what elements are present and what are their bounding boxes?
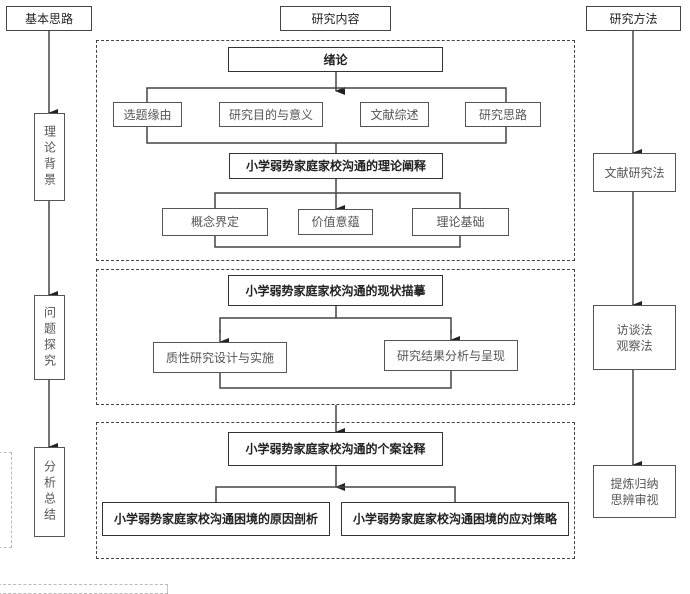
stage-analysis-summary: 分析总结 [34,447,65,537]
item-label: 价值意蕴 [311,215,360,229]
method-label: 文献研究法 [604,165,665,180]
method-induction-reflection: 提炼归纳 思辨审视 [593,465,676,518]
cause-analysis-box: 小学弱势家庭家校沟通困境的原因剖析 [102,502,330,536]
method-label: 访谈法 观察法 [616,322,653,353]
item-label: 文献综述 [370,107,419,122]
item-label: 理论基础 [436,215,485,229]
literature-review-box: 文献综述 [360,102,429,127]
item-label: 选题缘由 [123,107,172,122]
item-label: 小学弱势家庭家校沟通困境的原因剖析 [113,512,318,526]
item-label: 研究结果分析与呈现 [396,348,505,363]
case-title: 小学弱势家庭家校沟通的个案诠释 [245,442,426,456]
value-meaning-box: 价值意蕴 [298,209,373,235]
header-research-method: 研究方法 [586,6,681,31]
method-literature: 文献研究法 [593,153,676,192]
method-interview-observation: 访谈法 观察法 [593,305,676,370]
result-analysis-box: 研究结果分析与呈现 [384,340,518,371]
case-interpretation-box: 小学弱势家庭家校沟通的个案诠释 [228,432,443,466]
theory-basis-box: 理论基础 [412,208,509,236]
qualitative-design-box: 质性研究设计与实施 [153,342,287,373]
stage-problem-exploration: 问题探究 [34,295,65,380]
header-label: 研究方法 [609,11,658,26]
research-approach-box: 研究思路 [465,102,541,127]
item-label: 研究目的与意义 [228,107,313,122]
item-label: 质性研究设计与实施 [165,350,274,365]
stage-label: 理论背景 [42,125,57,189]
stage-label: 问题探究 [42,305,57,370]
header-label: 研究内容 [311,11,360,26]
concept-definition-box: 概念界定 [162,208,268,236]
section-2-frame [96,269,575,405]
item-label: 研究思路 [478,107,527,122]
status-description-box: 小学弱势家庭家校沟通的现状描摹 [228,275,443,306]
theory-explanation-box: 小学弱势家庭家校沟通的理论阐释 [229,153,443,179]
method-label: 提炼归纳 思辨审视 [610,476,659,507]
item-label: 小学弱势家庭家校沟通困境的应对策略 [352,512,557,526]
stage-label: 分析总结 [42,460,57,524]
section-1-frame [96,40,575,261]
header-research-content: 研究内容 [280,6,391,31]
purpose-significance-box: 研究目的与意义 [219,102,323,127]
status-title: 小学弱势家庭家校沟通的现状描摹 [245,283,426,298]
header-label: 基本思路 [24,11,73,26]
intro-title: 绪论 [323,52,348,67]
stage-theory-background: 理论背景 [34,113,65,201]
faint-dashed-frame [0,452,12,548]
intro-box: 绪论 [228,47,443,72]
topic-reason-box: 选题缘由 [113,102,182,127]
item-label: 概念界定 [190,215,239,229]
coping-strategy-box: 小学弱势家庭家校沟通困境的应对策略 [341,502,569,536]
theory-title: 小学弱势家庭家校沟通的理论阐释 [245,159,426,173]
faint-dashed-frame [0,584,168,594]
header-basic-approach: 基本思路 [6,6,92,31]
section-3-frame [96,422,575,559]
